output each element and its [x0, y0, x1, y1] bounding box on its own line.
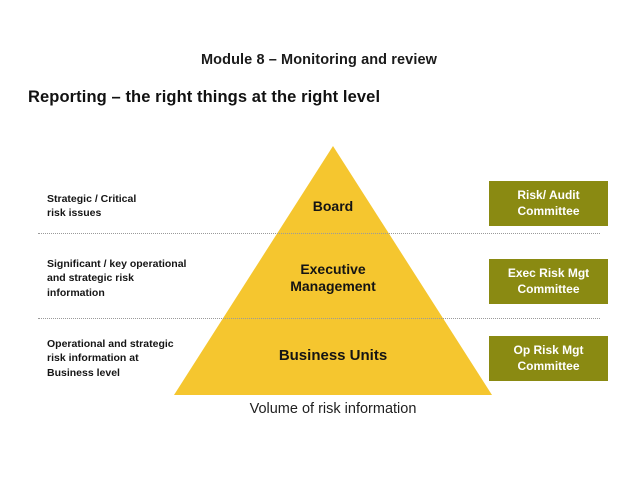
committee-box-risk-audit: Risk/ Audit Committee — [489, 181, 608, 226]
left-note-operational-strategic-line1: Operational and strategic — [47, 338, 174, 350]
divider-line-top — [38, 233, 600, 234]
committee-box-exec-risk-mgt-line2: Committee — [517, 281, 580, 296]
committee-box-risk-audit-line1: Risk/ Audit — [517, 187, 580, 202]
risk-pyramid-shape — [174, 146, 492, 395]
page-title: Reporting – the right things at the righ… — [28, 88, 381, 106]
committee-box-op-risk-mgt-line2: Committee — [517, 358, 580, 373]
left-note-significant-key-operational: Significant / key operational and strate… — [47, 257, 229, 300]
left-note-operational-strategic-line2: risk information at — [47, 352, 139, 365]
pyramid-triangle — [174, 146, 492, 395]
committee-box-exec-risk-mgt-line1: Exec Risk Mgt — [507, 265, 590, 280]
left-note-operational-strategic-line3: Business level — [47, 366, 120, 379]
left-note-significant-key-operational-line3: information — [47, 286, 105, 299]
module-title: Module 8 – Monitoring and review — [200, 52, 438, 68]
left-note-strategic-critical-line1: Strategic / Critical — [47, 193, 137, 205]
divider-line-bottom — [38, 318, 600, 319]
left-note-strategic-critical-line2: risk issues — [47, 207, 102, 220]
left-note-significant-key-operational-line1: Significant / key operational — [47, 258, 187, 270]
committee-box-op-risk-mgt: Op Risk Mgt Committee — [489, 336, 608, 381]
committee-box-risk-audit-line2: Committee — [517, 203, 580, 218]
left-note-significant-key-operational-line2: and strategic risk — [47, 272, 134, 285]
committee-box-op-risk-mgt-line1: Op Risk Mgt — [513, 342, 584, 357]
left-note-operational-strategic: Operational and strategic risk informati… — [47, 337, 229, 380]
left-note-strategic-critical: Strategic / Critical risk issues — [47, 192, 229, 221]
pyramid-caption: Volume of risk information — [249, 401, 417, 417]
committee-box-exec-risk-mgt: Exec Risk Mgt Committee — [489, 259, 608, 304]
